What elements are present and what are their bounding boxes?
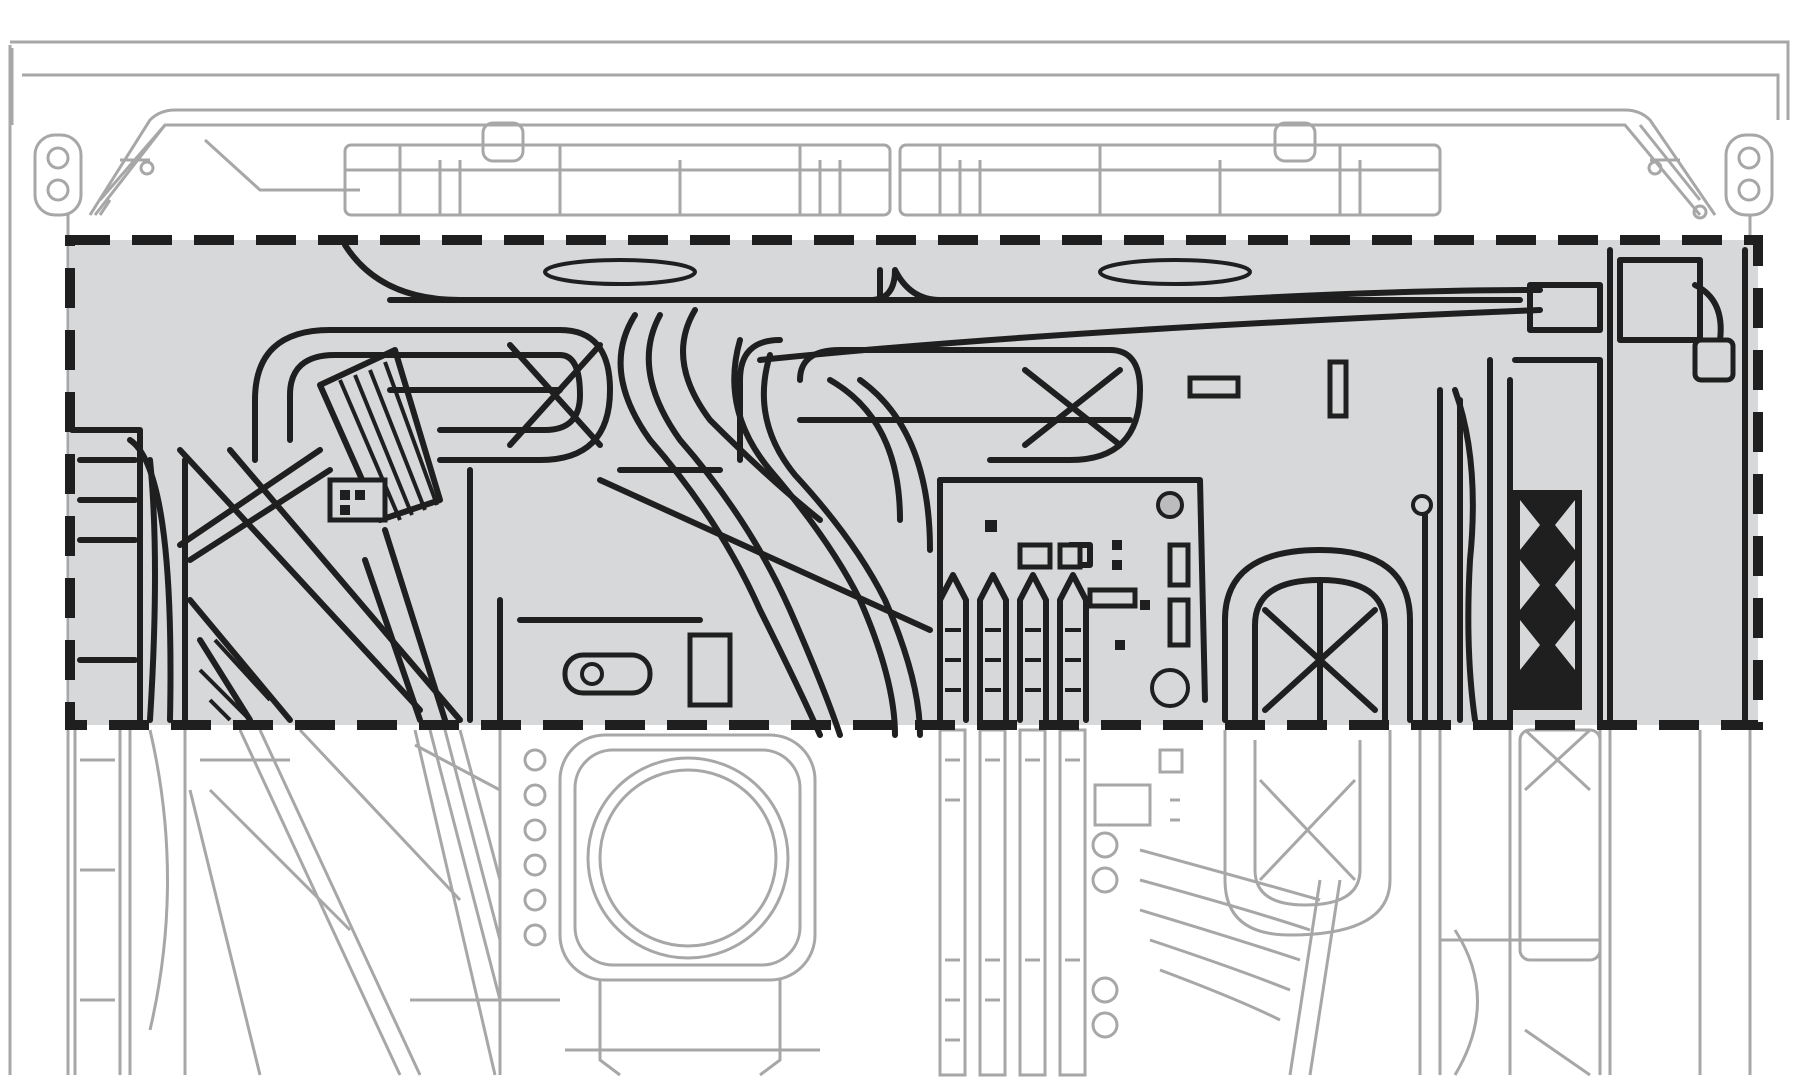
left-fan-connector [317,347,443,523]
top-left-bracket [98,124,360,216]
center-exhaust-fan [797,347,1143,553]
s-curve-coolant-tubes [617,307,923,738]
lower-left-drive-bay [73,728,462,1076]
left-intake-fan [252,327,613,463]
lower-right-drive-bay [1418,728,1702,1077]
lower-ribbon-cable [1139,848,1342,1076]
left-diagonal-cables [177,447,463,723]
rear-psu-block [1607,247,1748,723]
highlighted-area [65,235,1763,738]
left-drive-cage [69,427,188,723]
lower-left-cable-bundle [410,729,560,1076]
left-screw-post [33,133,83,217]
ram-slots-highlighted [937,542,1089,723]
highlight-dashed-outline [65,235,1763,730]
rear-io-holes [1520,500,1575,670]
top-fan-housing-right [898,121,1442,217]
right-drive-cage [1411,357,1603,723]
right-screw-post [1724,133,1774,217]
chassis-frame [8,40,1790,1075]
lower-pcie-fan [1223,730,1392,937]
top-right-bracket [1638,124,1708,220]
pcie-fan-highlighted [1222,547,1413,723]
cpu-cooler [558,733,820,1077]
lower-motherboard-chips [1091,748,1184,1039]
lower-ram-slots [938,728,1087,1077]
top-fan-housing-left [343,121,892,217]
lower-io-port-column [523,748,547,947]
